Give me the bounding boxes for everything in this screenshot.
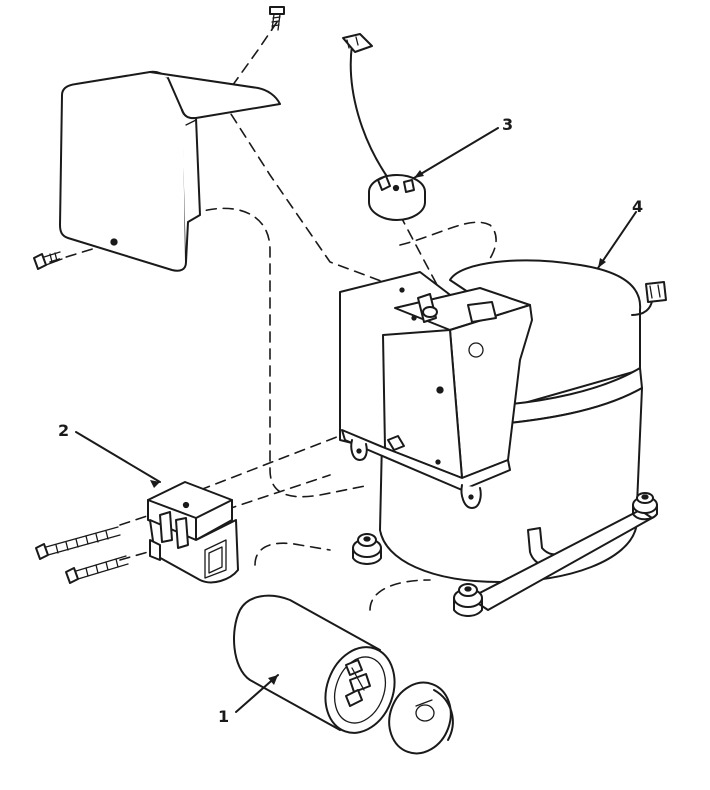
callout-compressor: 4 [597, 197, 643, 269]
callout-number-1: 1 [218, 707, 229, 726]
callout-overload-protector: 3 [413, 115, 513, 179]
capacitor-icon [233, 594, 454, 755]
relay-screw-icon [65, 555, 129, 584]
callout-relay: 2 [58, 421, 161, 488]
cover-screw-icon [33, 251, 63, 270]
top-screw-icon [269, 6, 285, 31]
callout-capacitor: 1 [218, 674, 279, 726]
cover-shield-icon [59, 70, 281, 272]
relay-screw-icon [35, 526, 121, 560]
grommet-icon [352, 533, 382, 565]
grommet-icon [632, 492, 658, 521]
terminal-bracket-icon [339, 271, 533, 509]
relay-icon [147, 481, 239, 584]
callout-number-4: 4 [632, 197, 643, 216]
overload-protector-icon [342, 33, 426, 221]
callout-number-3: 3 [502, 115, 513, 134]
callout-number-2: 2 [58, 421, 69, 440]
grommet-icon [453, 583, 483, 617]
